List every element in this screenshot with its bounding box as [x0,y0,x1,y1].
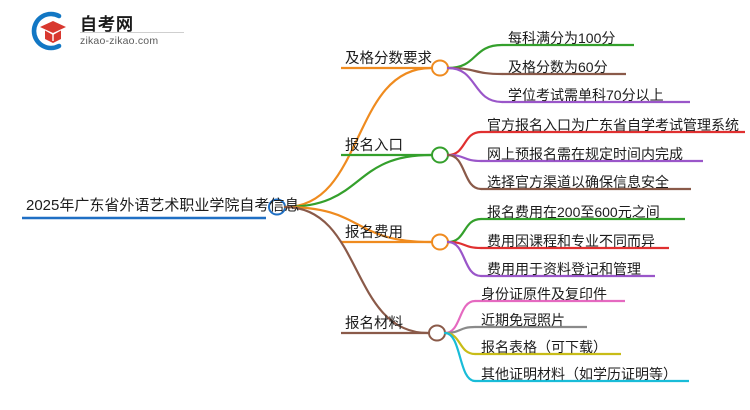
leaf-connector-0-2 [446,66,504,104]
leaf-connector-3-0 [443,299,477,335]
branch-node-circle-0 [431,59,449,77]
branch-node-circle-1 [431,146,449,164]
leaf-label-1-0[interactable]: 官方报名入口为广东省自学考试管理系统 [487,117,739,133]
root-node-label[interactable]: 2025年广东省外语艺术职业学院自考信息 [26,197,300,214]
logo-divider [80,32,184,33]
leaf-label-0-2[interactable]: 学位考试需单科70分以上 [508,87,664,103]
leaf-label-0-0[interactable]: 每科满分为100分 [508,30,616,46]
branch-label-2[interactable]: 报名费用 [345,225,403,241]
leaf-label-2-1[interactable]: 费用因课程和专业不同而异 [487,233,655,249]
branch-label-0[interactable]: 及格分数要求 [345,51,432,67]
logo-name: 自考网 [80,15,134,34]
branch-label-1[interactable]: 报名入口 [345,138,403,154]
graduation-cap-icon [31,11,66,51]
leaf-label-3-1[interactable]: 近期免冠照片 [481,312,565,328]
leaf-label-1-1[interactable]: 网上预报名需在规定时间内完成 [487,146,683,162]
leaf-connector-3-3 [443,331,477,383]
logo-url: zikao-zikao.com [80,35,159,47]
leaf-connector-2-0 [446,217,483,244]
leaf-connector-2-1 [446,240,483,250]
leaf-label-3-0[interactable]: 身份证原件及复印件 [481,286,607,302]
leaf-connector-3-1 [443,325,477,335]
leaf-label-2-2[interactable]: 费用用于资料登记和管理 [487,261,641,277]
branch-node-circle-3 [428,324,446,342]
leaf-connector-1-1 [446,153,483,163]
branch-label-3[interactable]: 报名材料 [345,316,403,332]
site-logo: 自考网 zikao-zikao.com [28,8,208,54]
leaf-label-2-0[interactable]: 报名费用在200至600元之间 [487,204,660,220]
leaf-label-1-2[interactable]: 选择官方渠道以确保信息安全 [487,174,669,190]
leaf-connector-2-2 [446,240,483,278]
leaf-label-3-2[interactable]: 报名表格（可下载） [481,339,607,355]
branch-connector-1 [283,153,433,209]
branch-node-circle-2 [431,233,449,251]
leaf-connector-0-1 [446,66,504,76]
leaf-connector-3-2 [443,331,477,356]
leaf-connector-0-0 [446,43,504,70]
leaf-connector-1-2 [446,153,483,191]
leaf-connector-1-0 [446,130,483,157]
leaf-label-0-1[interactable]: 及格分数为60分 [508,59,608,75]
leaf-label-3-3[interactable]: 其他证明材料（如学历证明等） [481,366,677,382]
